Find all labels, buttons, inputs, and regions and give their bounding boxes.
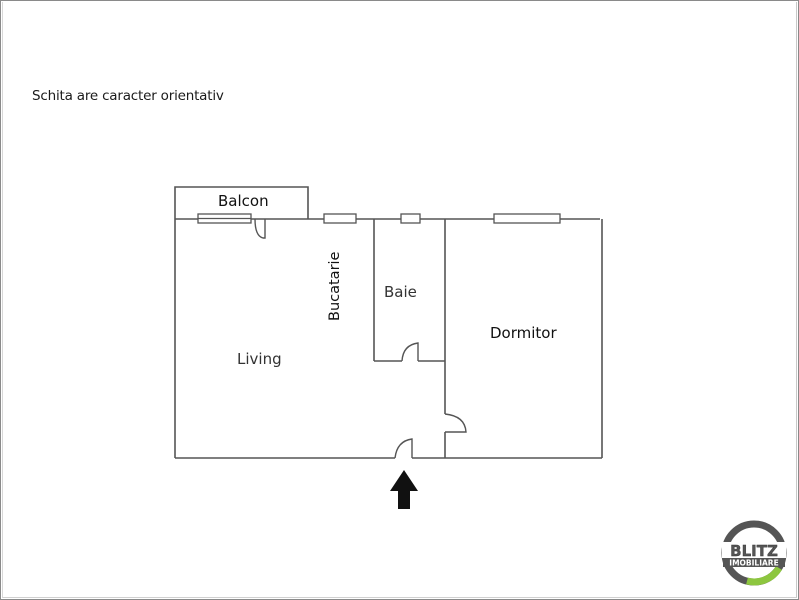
room-label-baie: Baie (384, 283, 417, 301)
room-label-bucatarie: Bucatarie (327, 251, 343, 321)
bathroom-door (401, 342, 419, 362)
room-label-balcon: Balcon (218, 192, 269, 210)
balcony-door (254, 218, 266, 239)
entrance-arrow-icon (390, 470, 418, 509)
window-kitchen (323, 213, 357, 224)
logo-text-bg-2 (723, 558, 785, 567)
room-label-living: Living (237, 350, 282, 368)
logo-text-blitz: BLITZ (730, 542, 778, 560)
doors (254, 218, 467, 459)
blitz-imobiliare-logo: BLITZ IMOBILIARE (721, 520, 787, 586)
logo-ring-accent (746, 566, 782, 586)
walls (174, 186, 603, 459)
logo-text-imobiliare: IMOBILIARE (729, 559, 778, 568)
window-bedroom (493, 213, 561, 224)
windows (197, 213, 561, 224)
room-label-dormitor: Dormitor (490, 324, 557, 342)
disclaimer-note: Schita are caracter orientativ (32, 88, 224, 104)
window-bathroom (400, 213, 421, 224)
bedroom-door (444, 413, 467, 433)
entrance-door (394, 438, 413, 459)
balcony-outline (174, 186, 309, 219)
logo-text-bg-1 (722, 542, 786, 558)
